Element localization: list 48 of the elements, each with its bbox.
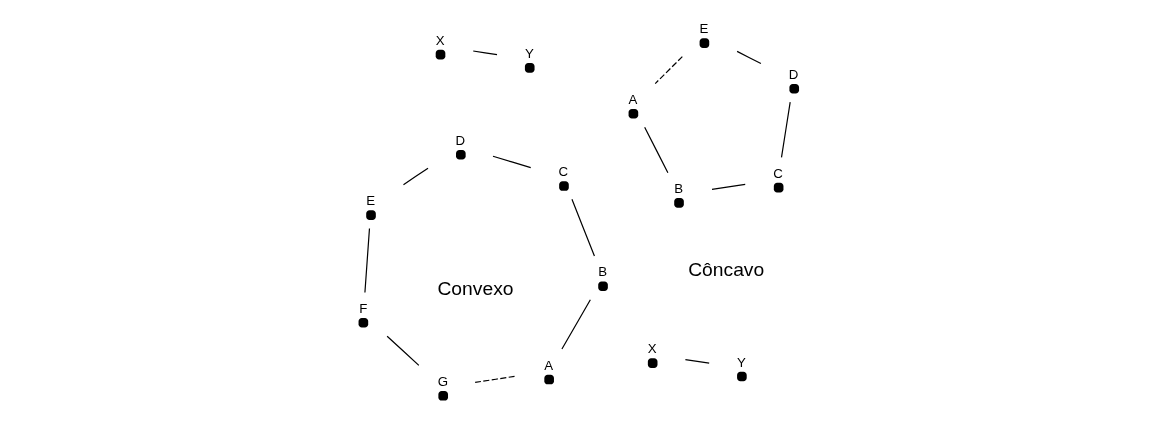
node-circle [435, 49, 446, 60]
node-circle [456, 149, 466, 160]
node-circle [674, 198, 684, 208]
connector [402, 167, 429, 186]
node-label: D [455, 132, 465, 148]
label: Côncavo [688, 259, 765, 281]
node-label: E [366, 193, 376, 209]
node-circle [773, 182, 784, 193]
node-circle [358, 317, 369, 328]
connector [711, 183, 746, 190]
node-label: C [773, 165, 783, 181]
node-circle [699, 38, 710, 48]
connector [472, 50, 498, 56]
connector [644, 126, 669, 174]
connector [571, 198, 596, 257]
node-circle [598, 281, 608, 292]
node-label: Y [737, 354, 746, 370]
node-label: E [699, 21, 709, 37]
connector [474, 375, 518, 383]
connector [654, 56, 683, 85]
node-label: B [598, 264, 608, 280]
connector [684, 359, 710, 364]
node-circle [647, 358, 658, 368]
connector [386, 335, 420, 367]
node-label: F [359, 300, 368, 316]
connector [736, 50, 762, 65]
node-circle [366, 210, 376, 220]
connector [780, 101, 791, 158]
node-label: A [544, 357, 554, 373]
node-label: D [788, 66, 799, 82]
node-label: Y [524, 46, 534, 62]
connector [364, 227, 371, 294]
node-label: G [437, 373, 449, 389]
node-circle [438, 390, 448, 401]
connector [492, 155, 532, 169]
node-label: A [628, 91, 638, 107]
node-label: X [435, 32, 445, 48]
connector [561, 299, 591, 350]
node-circle [544, 374, 554, 385]
node-label: B [674, 181, 684, 197]
node-circle [559, 181, 569, 191]
node-circle [789, 83, 800, 94]
node-circle [628, 108, 639, 119]
label: Convexo [437, 278, 514, 300]
node-circle [524, 63, 535, 73]
node-label: C [558, 164, 569, 180]
node-label: X [647, 341, 657, 357]
node-circle [737, 371, 747, 382]
